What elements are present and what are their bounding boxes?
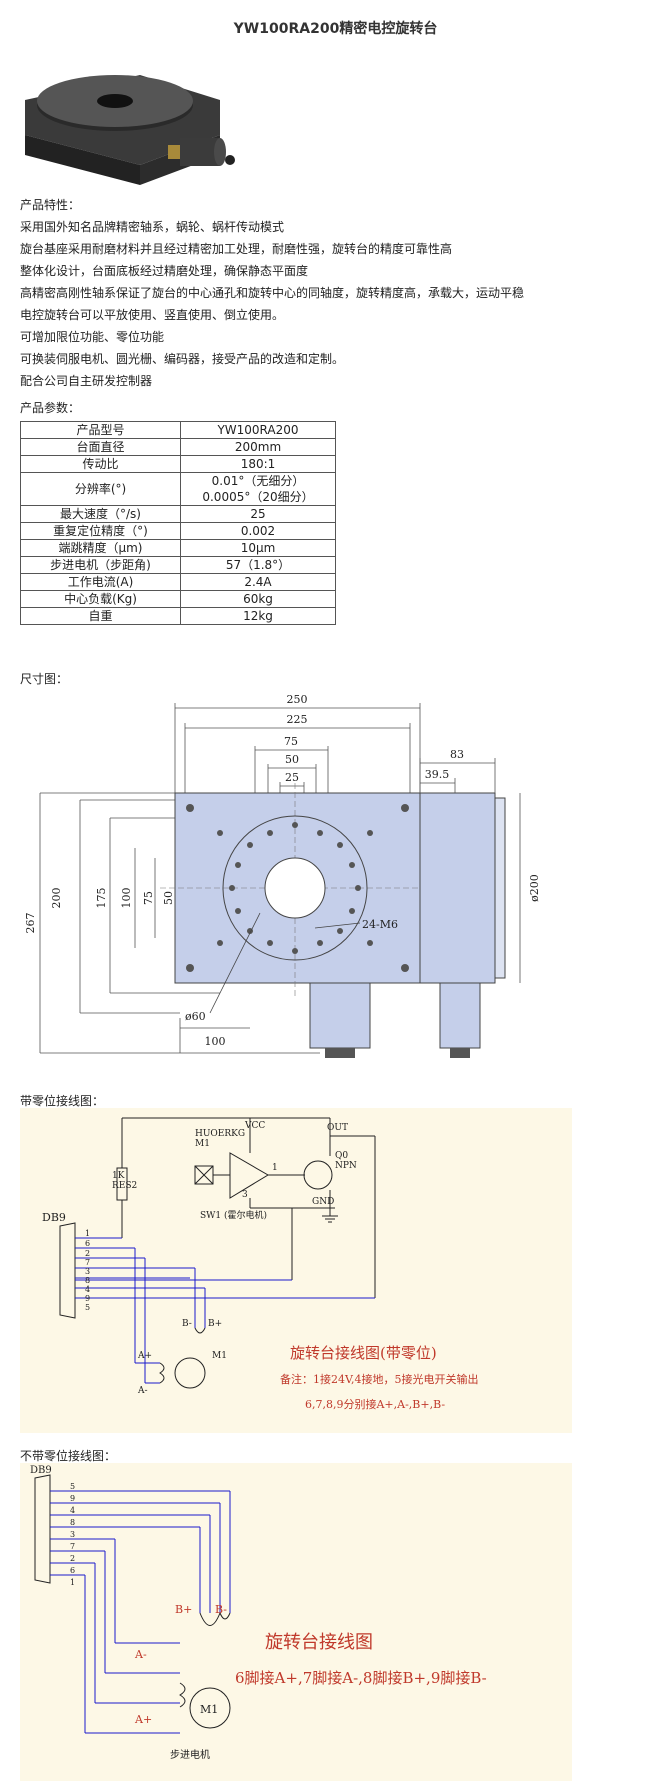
- dim-label: 200: [50, 888, 63, 909]
- svg-text:1: 1: [85, 1229, 90, 1238]
- svg-text:2: 2: [70, 1554, 75, 1563]
- svg-text:步进电机: 步进电机: [170, 1748, 210, 1761]
- svg-text:3: 3: [242, 1190, 248, 1200]
- table-row: 分辨率(°)0.01°（无细分）0.0005°（20细分）: [20, 472, 336, 506]
- feature-item: 配合公司自主研发控制器: [20, 374, 153, 388]
- product-photo: [25, 75, 235, 185]
- features-label: 产品特性：: [20, 198, 81, 212]
- dim-label: 39.5: [425, 768, 450, 781]
- svg-text:旋转台接线图: 旋转台接线图: [265, 1632, 373, 1653]
- feature-item: 采用国外知名品牌精密轴系，蜗轮、蜗杆传动模式: [20, 220, 285, 234]
- svg-text:4: 4: [85, 1285, 90, 1294]
- svg-text:旋转台接线图(带零位): 旋转台接线图(带零位): [290, 1344, 437, 1362]
- wiring2-panel: DB9 5 9 4 8 3 7 2 6 1 B+ B- A- A+ M1 步进电…: [20, 1463, 572, 1781]
- svg-text:9: 9: [85, 1294, 90, 1303]
- dim-label: 175: [95, 888, 108, 909]
- svg-text:RES2: RES2: [112, 1181, 137, 1191]
- dim-label: 100: [120, 888, 133, 909]
- table-row: 步进电机（步距角)57（1.8°）: [20, 556, 336, 574]
- dim-label: 225: [287, 713, 308, 726]
- wiring1-label: 带零位接线图：: [20, 1094, 105, 1108]
- svg-text:A-: A-: [134, 1648, 147, 1661]
- svg-text:1: 1: [272, 1163, 278, 1173]
- dimension-drawing: 250 225 75 50 25 200 175 100 75 50 267 2…: [24, 693, 541, 1058]
- dim-label: ø200: [528, 874, 541, 902]
- table-row: 工作电流(A)2.4A: [20, 573, 336, 591]
- svg-text:M1: M1: [195, 1139, 210, 1149]
- svg-text:VCC: VCC: [244, 1121, 265, 1131]
- svg-text:8: 8: [70, 1518, 75, 1527]
- dim-label: 75: [142, 891, 155, 905]
- svg-text:7: 7: [85, 1258, 90, 1267]
- dim-label: 100: [205, 1035, 226, 1048]
- svg-text:M1: M1: [212, 1351, 227, 1361]
- svg-text:2: 2: [85, 1249, 90, 1258]
- table-row: 中心负载(Kg)60kg: [20, 590, 336, 608]
- svg-text:5: 5: [70, 1482, 75, 1491]
- dim-label: 250: [287, 693, 308, 706]
- feature-item: 整体化设计，台面底板经过精磨处理，确保静态平面度: [20, 264, 309, 278]
- svg-text:6脚接A+,7脚接A-,8脚接B+,9脚接B-: 6脚接A+,7脚接A-,8脚接B+,9脚接B-: [235, 1669, 487, 1687]
- dim-label: ø60: [185, 1010, 206, 1023]
- svg-text:M1: M1: [200, 1703, 218, 1716]
- svg-text:B+: B+: [175, 1603, 192, 1616]
- table-row: 端跳精度（μm)10μm: [20, 539, 336, 557]
- svg-text:6,7,8,9分别接A+,A-,B+,B-: 6,7,8,9分别接A+,A-,B+,B-: [305, 1398, 445, 1411]
- svg-text:B-: B-: [215, 1603, 227, 1616]
- svg-text:A-: A-: [137, 1386, 148, 1396]
- wiring2-label: 不带零位接线图：: [20, 1449, 117, 1463]
- svg-text:A+: A+: [134, 1713, 152, 1726]
- svg-text:B-: B-: [182, 1319, 192, 1329]
- svg-text:6: 6: [70, 1566, 75, 1575]
- dim-label: 267: [24, 913, 37, 934]
- svg-text:NPN: NPN: [335, 1161, 357, 1171]
- svg-text:1K: 1K: [112, 1171, 125, 1181]
- svg-text:OUT: OUT: [327, 1123, 348, 1133]
- table-row: 最大速度（°/s)25: [20, 505, 336, 523]
- dim-label: 24-M6: [362, 918, 398, 931]
- wiring1-panel: HUOERKG M1 VCC OUT Q0 NPN GND 1K RES2 DB…: [20, 1108, 572, 1433]
- svg-text:A+: A+: [137, 1351, 152, 1361]
- feature-item: 电控旋转台可以平放使用、竖直使用、倒立使用。: [20, 308, 285, 322]
- table-row: 重复定位精度（°)0.002: [20, 522, 336, 540]
- svg-text:8: 8: [85, 1276, 90, 1285]
- dim-label: 50: [162, 891, 175, 905]
- svg-text:Q0: Q0: [335, 1151, 348, 1161]
- feature-item: 可增加限位功能、零位功能: [20, 330, 165, 344]
- svg-text:4: 4: [70, 1506, 75, 1515]
- dimension-label: 尺寸图：: [20, 672, 69, 686]
- svg-text:备注：1接24V,4接地，5接光电开关输出: 备注：1接24V,4接地，5接光电开关输出: [280, 1372, 479, 1386]
- svg-text:5: 5: [85, 1303, 90, 1312]
- svg-text:3: 3: [70, 1530, 75, 1539]
- svg-text:DB9: DB9: [42, 1211, 66, 1224]
- page-title: YW100RA200精密电控旋转台: [233, 21, 438, 37]
- dim-label: 50: [285, 753, 299, 766]
- svg-text:1: 1: [70, 1578, 75, 1587]
- feature-item: 高精密高刚性轴系保证了旋台的中心通孔和旋转中心的同轴度，旋转精度高，承载大，运动…: [20, 286, 525, 300]
- svg-text:B+: B+: [208, 1319, 222, 1329]
- svg-text:6: 6: [85, 1239, 90, 1248]
- feature-item: 可换装伺服电机、圆光栅、编码器，接受产品的改造和定制。: [20, 352, 345, 366]
- svg-text:7: 7: [70, 1542, 75, 1551]
- dim-label: 25: [285, 771, 299, 784]
- dim-label: 75: [284, 735, 298, 748]
- dim-label: 83: [450, 748, 464, 761]
- svg-text:GND: GND: [312, 1197, 334, 1207]
- feature-item: 旋台基座采用耐磨材料并且经过精密加工处理，耐磨性强，旋转台的精度可靠性高: [20, 242, 453, 256]
- svg-text:SW1 (霍尔电机): SW1 (霍尔电机): [200, 1209, 267, 1221]
- svg-text:HUOERKG: HUOERKG: [195, 1129, 245, 1139]
- params-label: 产品参数：: [20, 401, 81, 415]
- svg-text:3: 3: [85, 1267, 90, 1276]
- svg-text:DB9: DB9: [30, 1465, 52, 1476]
- svg-text:9: 9: [70, 1494, 75, 1503]
